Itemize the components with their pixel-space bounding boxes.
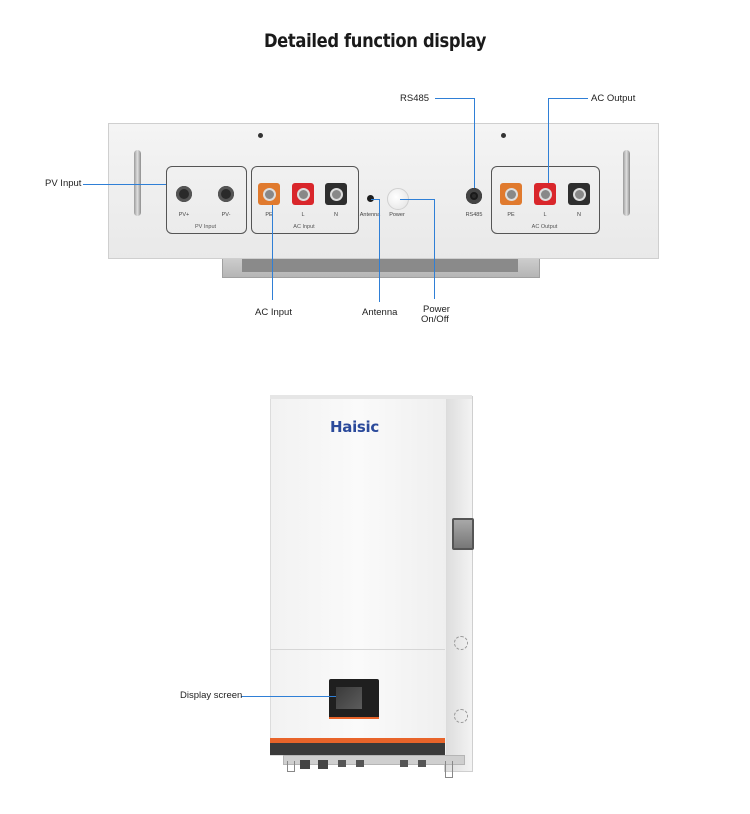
- pv-minus-connector: [218, 186, 234, 202]
- ac-output-l-terminal: [534, 183, 556, 205]
- mount-foot: [445, 761, 453, 778]
- right-handle: [623, 150, 630, 216]
- bottom-base: [283, 755, 465, 765]
- ac-input-pe-terminal: [258, 183, 280, 205]
- side-bracket: [452, 518, 474, 550]
- pv-plus-label: PV+: [178, 212, 190, 218]
- pv-box-label: PV Input: [194, 224, 217, 230]
- ac-output-box-label: AC Output: [531, 224, 558, 230]
- rs485-callout: RS485: [400, 93, 430, 104]
- inverter-front-panel: [108, 123, 659, 259]
- rs485-leader-h: [435, 98, 475, 99]
- ac-input-leader-v: [272, 205, 273, 300]
- pv-input-leader: [83, 184, 166, 185]
- ac-output-box: [491, 166, 600, 234]
- bottom-connector-icon: [300, 760, 310, 769]
- ac-input-box-label: AC Input: [293, 224, 315, 230]
- bottom-connector-icon: [356, 760, 364, 767]
- antenna-panel-label: Antenna: [359, 212, 381, 218]
- ac-input-n-terminal: [325, 183, 347, 205]
- pv-plus-connector: [176, 186, 192, 202]
- antenna-port: [367, 195, 374, 202]
- ac-output-l-label: L: [543, 212, 547, 218]
- power-callout-line2: On/Off: [421, 314, 449, 325]
- ac-input-box: [251, 166, 359, 234]
- brand-logo: Haisic: [330, 418, 379, 436]
- ac-output-pe-label: PE: [507, 212, 515, 218]
- power-leader-v: [434, 199, 435, 299]
- pv-input-callout: PV Input: [45, 178, 82, 189]
- ac-output-n-terminal: [568, 183, 590, 205]
- device-top-edge: [270, 395, 472, 399]
- display-screen-accent: [329, 717, 379, 719]
- ac-input-l-label: L: [301, 212, 305, 218]
- rs485-panel-label: RS485: [465, 212, 483, 218]
- left-handle: [134, 150, 141, 216]
- bottom-connector-icon: [338, 760, 346, 767]
- rs485-port: [466, 188, 482, 204]
- side-vent-icon: [454, 636, 468, 650]
- rs485-leader-v: [474, 98, 475, 188]
- pv-minus-label: PV-: [221, 212, 231, 218]
- screw-icon: [258, 133, 263, 138]
- bottom-connector-icon: [400, 760, 408, 767]
- ac-output-n-label: N: [577, 212, 581, 218]
- bottom-stripe-orange: [270, 738, 445, 743]
- antenna-leader-v: [379, 199, 380, 302]
- ac-output-pe-terminal: [500, 183, 522, 205]
- panel-stand-inner: [242, 258, 518, 272]
- ac-output-leader-v: [548, 98, 549, 183]
- bottom-connector-icon: [418, 760, 426, 767]
- ac-input-callout: AC Input: [255, 307, 292, 318]
- ac-input-n-label: N: [334, 212, 338, 218]
- power-leader-h: [400, 199, 435, 200]
- power-panel-label: Power: [389, 212, 405, 218]
- antenna-leader-h: [371, 199, 380, 200]
- mount-foot: [287, 761, 295, 772]
- display-screen-callout: Display screen: [180, 690, 243, 701]
- page-title: Detailed function display: [263, 30, 487, 52]
- ac-output-callout: AC Output: [591, 93, 636, 104]
- display-screen-leader: [241, 696, 336, 697]
- bottom-connector-icon: [318, 760, 328, 769]
- display-screen: [336, 687, 362, 709]
- bottom-stripe-dark: [270, 743, 445, 755]
- screw-icon: [501, 133, 506, 138]
- pv-input-box: [166, 166, 247, 234]
- ac-input-l-terminal: [292, 183, 314, 205]
- panel-divider: [270, 649, 445, 650]
- antenna-callout: Antenna: [362, 307, 398, 318]
- ac-input-pe-label: PE: [265, 212, 273, 218]
- ac-output-leader-h: [548, 98, 588, 99]
- side-vent-icon: [454, 709, 468, 723]
- power-callout-line1: Power: [423, 304, 450, 315]
